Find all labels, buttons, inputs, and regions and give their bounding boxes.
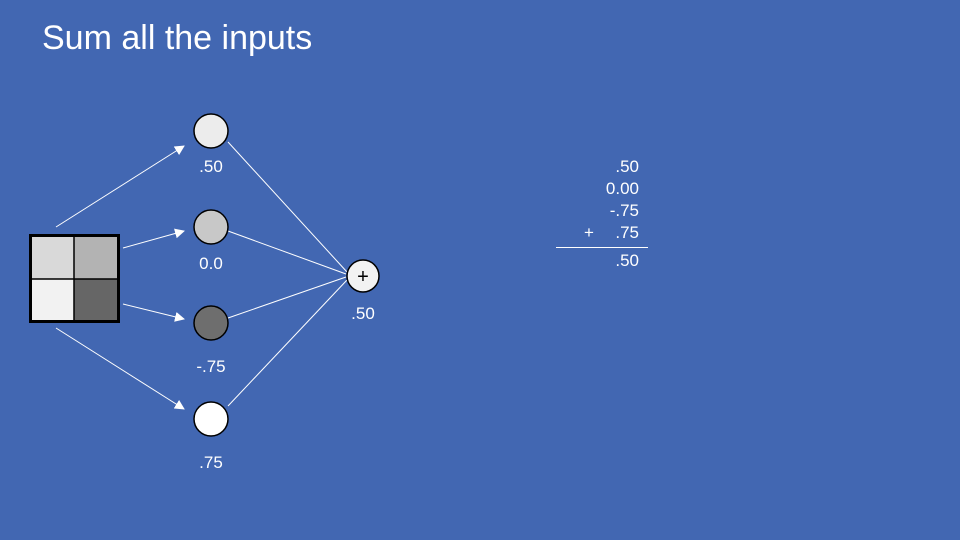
addition-operand-2: 0.00 — [605, 179, 639, 198]
arrow-to-neuron-4 — [55, 327, 185, 410]
neuron-4-value: .75 — [199, 453, 223, 472]
neurons — [193, 113, 229, 437]
sum-node: + — [346, 259, 380, 293]
addition-operand-1: .50 — [615, 157, 639, 176]
neuron-3 — [193, 305, 229, 341]
input-pixel-bottom-left — [32, 279, 74, 321]
addition-operator: + — [584, 223, 594, 242]
arrow-to-neuron-3 — [122, 303, 185, 322]
slide-title: Sum all the inputs — [42, 19, 313, 57]
sum-node-circle — [346, 259, 380, 293]
input-image-grid — [29, 234, 120, 323]
input-pixel-bottom-right — [74, 279, 117, 321]
addition-operand-4-row: + .75 — [556, 222, 648, 244]
input-grid-border — [29, 234, 120, 323]
neuron-connections — [227, 141, 348, 407]
connection-neuron-4 — [227, 279, 348, 407]
connection-neuron-3 — [227, 276, 347, 319]
neuron-4 — [193, 401, 229, 437]
connection-neuron-1 — [227, 141, 348, 273]
addition-operand-3: -.75 — [609, 201, 639, 220]
arrow-to-neuron-2 — [122, 228, 185, 249]
addition-rule — [556, 247, 648, 248]
sum-node-value: .50 — [351, 304, 375, 323]
addition-column: .50 0.00 -.75 + .75 .50 — [556, 156, 648, 272]
input-arrows — [55, 145, 185, 410]
neuron-2-value: 0.0 — [199, 254, 223, 273]
plus-icon: + — [357, 266, 369, 288]
input-pixel-top-right — [74, 237, 117, 279]
connection-neuron-2 — [227, 230, 347, 275]
arrow-to-neuron-1 — [55, 145, 185, 228]
input-pixel-top-left — [32, 237, 74, 279]
neuron-2 — [193, 209, 229, 245]
addition-result: .50 — [615, 251, 639, 270]
neuron-1 — [193, 113, 229, 149]
neuron-1-value: .50 — [199, 157, 223, 176]
neuron-3-value: -.75 — [196, 357, 225, 376]
addition-operand-4: .75 — [615, 223, 639, 242]
